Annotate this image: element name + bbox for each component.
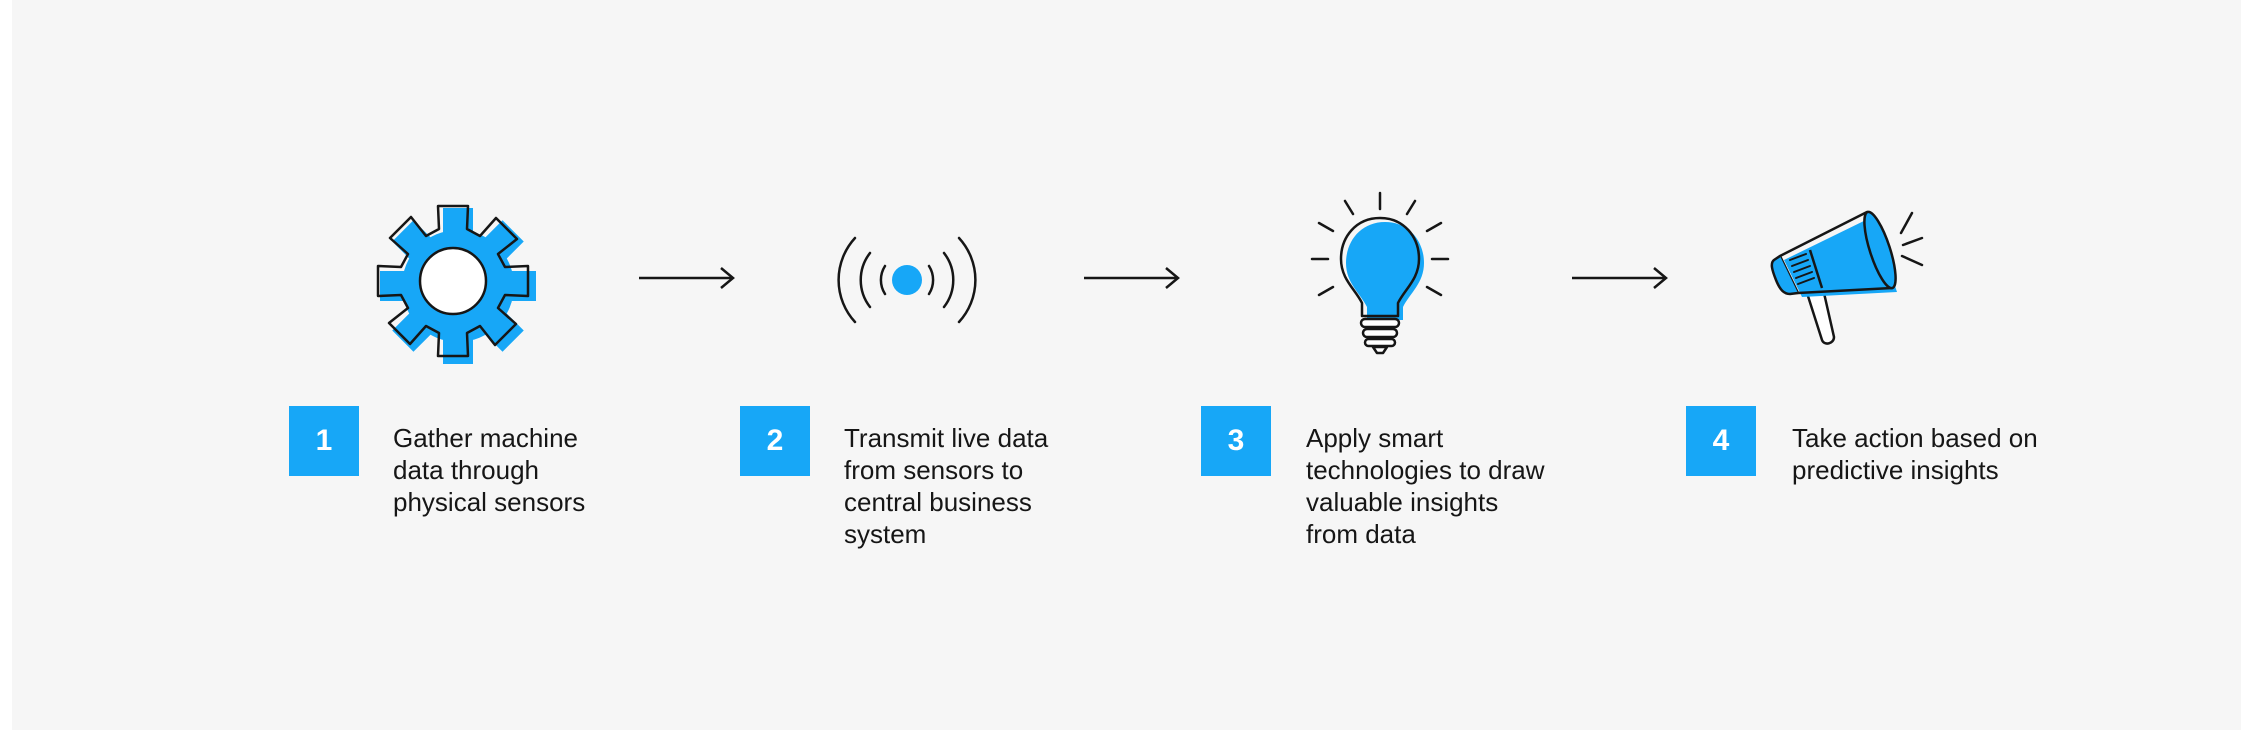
megaphone-icon [1770,210,1924,345]
step-number-badge: 1 [289,406,359,476]
step-number-badge: 2 [740,406,810,476]
arrow-right-icon [1084,267,1180,289]
step-number-badge: 4 [1686,406,1756,476]
arrow-right-icon [639,267,735,289]
step-number-badge: 3 [1201,406,1271,476]
signal-broadcast-icon [837,236,977,324]
arrow-right-icon [1572,267,1668,289]
step-description: Apply smart technologies to draw valuabl… [1306,423,1545,549]
gear-icon [376,204,536,364]
step-description: Transmit live data from sensors to centr… [844,423,1049,549]
step-description: Gather machine data through physical sen… [393,423,586,517]
diagram-panel: 1 Gather machine data through physical s… [12,0,2241,730]
lightbulb-icon [1310,191,1450,355]
step-description: Take action based on predictive insights [1792,423,2038,485]
